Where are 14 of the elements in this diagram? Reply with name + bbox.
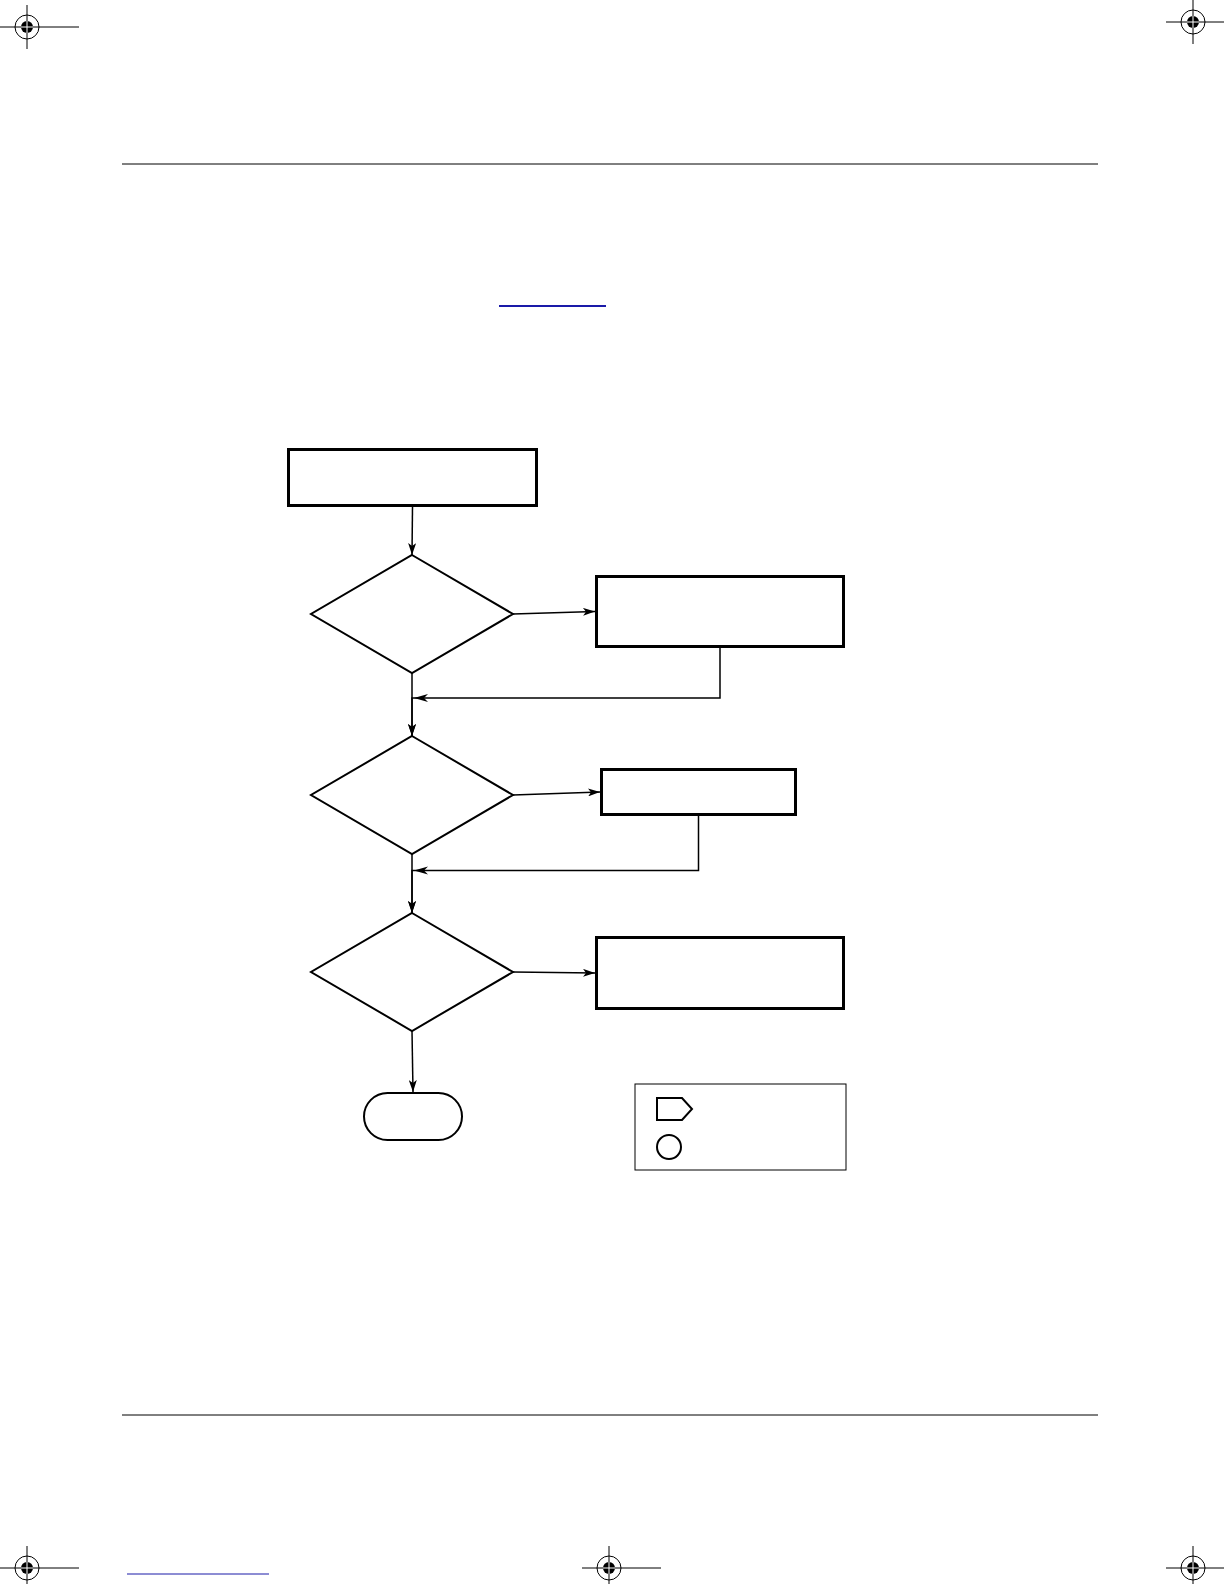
decision-diamond [311, 555, 513, 673]
arrow [408, 506, 417, 556]
arrow [408, 1030, 417, 1093]
arrow [512, 607, 596, 616]
decision-diamond [311, 736, 513, 854]
process-box [595, 575, 845, 648]
arrow [512, 968, 596, 977]
process-box [287, 448, 538, 507]
arrow [512, 788, 601, 797]
arrow [408, 815, 700, 914]
arrow [408, 647, 721, 737]
process-box [595, 936, 845, 1010]
process-box [600, 768, 797, 816]
decision-diamond [311, 913, 513, 1031]
